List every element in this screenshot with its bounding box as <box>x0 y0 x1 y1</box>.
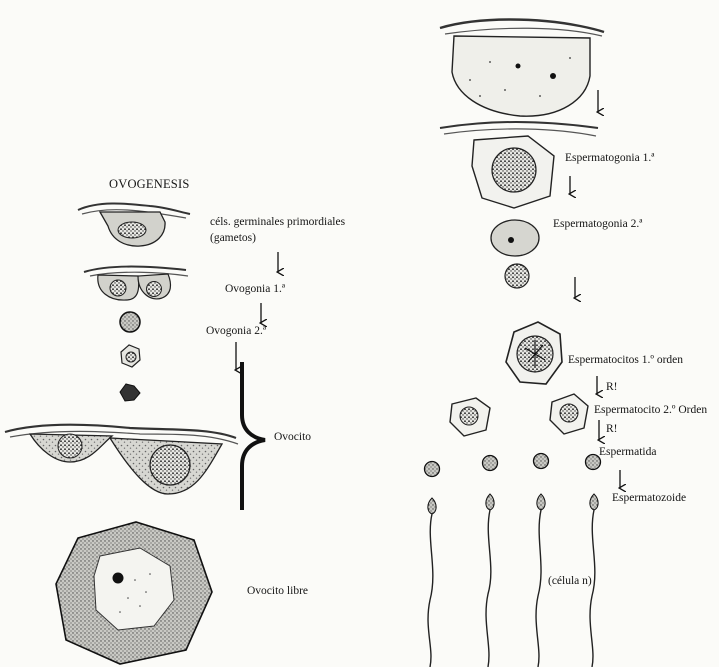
ovocito-brace <box>242 362 265 510</box>
seminiferous-top-cell <box>440 20 604 117</box>
espermatogonia-2-cell <box>491 220 539 256</box>
hexagonal-small-cell <box>121 345 140 367</box>
espermatocito-2-label: Espermatocito 2.º Orden <box>594 404 707 417</box>
ovogenesis-arrows <box>236 252 278 370</box>
ovogenesis-title: OVOGENESIS <box>109 178 189 191</box>
espermatozoide-label: Espermatozoide <box>612 492 686 505</box>
ovogonia-2-small-cell <box>120 312 140 332</box>
ovogonia-2-label: Ovogonia 2.ª <box>206 325 266 338</box>
espermatida-label: Espermatida <box>599 446 656 459</box>
irregular-dark-cell <box>120 384 140 401</box>
reduction-1-label: R! <box>606 381 618 394</box>
espermatocito-2-cells <box>450 394 588 436</box>
ovogonia-1-pair <box>84 267 188 301</box>
primordial-germ-cell <box>78 204 190 247</box>
ovocito-follicle-pair <box>5 425 238 494</box>
gametos-label: (gametos) <box>210 232 256 245</box>
ovocito-libre-label: Ovocito libre <box>247 585 308 598</box>
espermatida-cells <box>425 454 601 477</box>
espermatogonia-1-label: Espermatogonia 1.ª <box>565 152 654 165</box>
espermatocito-1-cell <box>506 322 562 384</box>
small-espermatogonia-cell <box>505 264 529 288</box>
free-ovocyte <box>56 522 212 664</box>
espermatogonia-2-label: Espermatogonia 2.ª <box>553 218 642 231</box>
espermatogonia-1-cell <box>440 122 598 208</box>
ovogonia-1-label: Ovogonia 1.ª <box>225 283 285 296</box>
celula-n-label: (célula n) <box>548 575 592 588</box>
reduction-2-label: R! <box>606 423 618 436</box>
ovocito-label: Ovocito <box>274 431 311 444</box>
espermatocitos-1-label: Espermatocitos 1.º orden <box>568 354 683 367</box>
primordial-germ-cells-label: céls. germinales primordiales <box>210 216 345 229</box>
